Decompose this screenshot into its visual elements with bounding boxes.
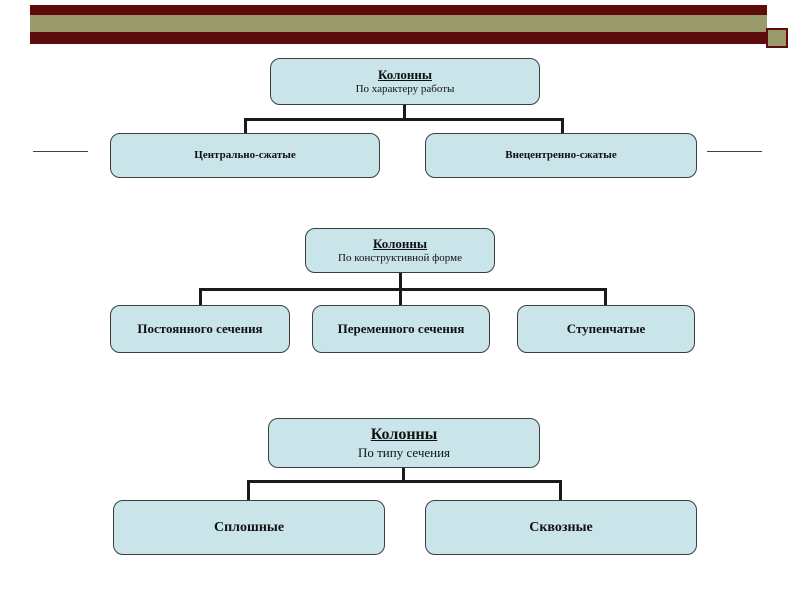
diagram2-child-box: Ступенчатые (517, 305, 695, 353)
diagram1-root-title: Колонны (377, 66, 433, 82)
diagram2-connector-horizontal (199, 288, 607, 291)
diagram2-connector-drop-middle (399, 288, 402, 305)
diagram2-connector-drop-left (199, 288, 202, 305)
diagram2-connector-stub (399, 273, 402, 291)
diagram1-connector-stub (403, 105, 406, 121)
diagram2-child-box: Постоянного сечения (110, 305, 290, 353)
diagram1-connector-drop-right (561, 118, 564, 133)
header-bottom-stripe (30, 32, 787, 44)
diagram3-root-title: Колонны (370, 425, 438, 443)
diagram2-child-label: Постоянного сечения (137, 320, 263, 336)
diagram2-child-label: Переменного сечения (337, 320, 465, 336)
diagram3-child-box: Сквозные (425, 500, 697, 555)
left-edge-line (33, 151, 88, 152)
diagram3-root-subtitle: По типу сечения (357, 444, 451, 460)
right-edge-line (707, 151, 762, 152)
diagram1-child-box: Центрально-сжатые (110, 133, 380, 178)
diagram1-root-box: Колонны По характеру работы (270, 58, 540, 105)
diagram3-child-label: Сплошные (213, 519, 285, 535)
header-corner-square (766, 28, 788, 48)
diagram1-root-subtitle: По характеру работы (355, 82, 455, 95)
diagram3-connector-stub (402, 468, 405, 483)
diagram2-root-box: Колонны По конструктивной форме (305, 228, 495, 273)
diagram1-child-label: Внецентренно-сжатые (505, 148, 617, 161)
diagram2-root-title: Колонны (372, 235, 428, 251)
diagram3-connector-horizontal (247, 480, 562, 483)
diagram2-child-label: Ступенчатые (566, 320, 646, 336)
diagram3-child-label: Сквозные (529, 519, 593, 535)
header-khaki-band (30, 15, 767, 32)
diagram1-connector-drop-left (244, 118, 247, 133)
diagram2-child-box: Переменного сечения (312, 305, 490, 353)
diagram1-child-label: Центрально-сжатые (194, 148, 296, 161)
header-top-stripe (30, 5, 767, 15)
diagram3-connector-drop-right (559, 480, 562, 500)
diagram3-root-box: Колонны По типу сечения (268, 418, 540, 468)
diagram3-child-box: Сплошные (113, 500, 385, 555)
diagram2-connector-drop-right (604, 288, 607, 305)
diagram2-root-subtitle: По конструктивной форме (338, 251, 462, 264)
diagram1-connector-horizontal (244, 118, 564, 121)
diagram3-connector-drop-left (247, 480, 250, 500)
diagram1-child-box: Внецентренно-сжатые (425, 133, 697, 178)
